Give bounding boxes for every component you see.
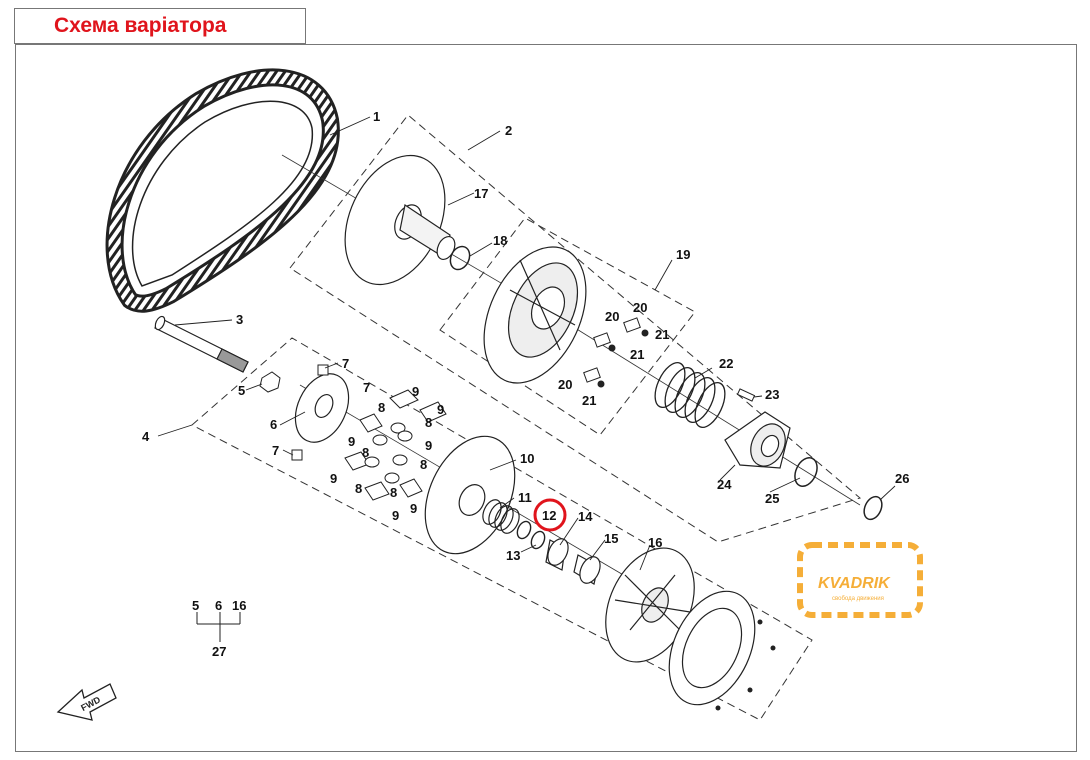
callout-9-c: 9 (348, 434, 355, 449)
callout-14: 14 (578, 509, 593, 524)
slider-7-top (317, 364, 329, 376)
watermark-tagline: свобода движения (832, 596, 884, 602)
cover-plate (668, 590, 756, 706)
callout-5: 5 (238, 383, 245, 398)
callout-20-b: 20 (605, 309, 619, 324)
callout-20-a: 20 (633, 300, 647, 315)
slider-7-bottom (291, 449, 303, 461)
callout-8-e: 8 (355, 481, 362, 496)
callout-4: 4 (142, 429, 150, 444)
group-item-5: 5 (192, 598, 199, 613)
leader-lines (157, 116, 896, 571)
callout-8-b: 8 (425, 415, 432, 430)
callout-9-a: 9 (412, 384, 419, 399)
callout-21-a: 21 (655, 327, 669, 342)
title-box (14, 8, 306, 44)
callout-19: 19 (676, 247, 690, 262)
bearing-15 (573, 554, 601, 585)
driven-inner-boundary (439, 217, 696, 436)
callout-25: 25 (765, 491, 779, 506)
washer-12 (516, 520, 532, 540)
diagram-title: Схема варіатора (54, 14, 227, 37)
callout-8-d: 8 (420, 457, 427, 472)
bushing-14 (545, 538, 569, 571)
forward-arrow: FWD (56, 683, 117, 721)
roller-weights (344, 389, 447, 501)
drive-fixed-sheave (605, 547, 695, 663)
callout-21-b: 21 (630, 347, 644, 362)
callout-1: 1 (373, 109, 380, 124)
cover-bolts (715, 619, 776, 711)
callout-26: 26 (895, 471, 909, 486)
callout-7-c: 7 (272, 443, 279, 458)
callout-8-f: 8 (390, 485, 397, 500)
callout-12-highlight (533, 498, 567, 532)
callout-2: 2 (505, 123, 512, 138)
callout-9-e: 9 (330, 471, 337, 486)
callout-11: 11 (518, 490, 532, 505)
callout-9-g: 9 (392, 508, 399, 523)
assembly-boundaries (191, 114, 862, 721)
callout-21-c: 21 (582, 393, 596, 408)
callout-8-a: 8 (378, 400, 385, 415)
drive-moving-sheave (424, 435, 516, 555)
driven-fixed-sheave (344, 154, 456, 286)
watermark-brand: KVADRIK (818, 575, 891, 592)
callout-23: 23 (765, 387, 779, 402)
ring-18 (449, 245, 471, 271)
kvadrik-watermark: KVADRIK свобода движения (797, 542, 923, 618)
callout-7-a: 7 (342, 356, 349, 371)
driven-moving-sheave (483, 246, 587, 384)
callout-9-d: 9 (425, 438, 432, 453)
callout-20-c: 20 (558, 377, 572, 392)
callout-8-c: 8 (362, 445, 369, 460)
callout-17: 17 (474, 186, 488, 201)
torque-cam (724, 411, 791, 469)
drive-belt (105, 68, 340, 313)
group-item-6: 6 (215, 598, 222, 613)
driven-pulley-boundary (289, 114, 862, 543)
washer-26 (863, 495, 883, 521)
callout-6: 6 (270, 417, 277, 432)
callout-9-b: 9 (437, 402, 444, 417)
callout-22: 22 (719, 356, 733, 371)
callout-9-f: 9 (410, 501, 417, 516)
slider-buttons-20-21 (583, 317, 649, 388)
callout-7-b: 7 (363, 380, 370, 395)
drive-pulley-boundary (191, 337, 813, 721)
diagram-frame (15, 44, 1077, 752)
callout-16: 16 (648, 535, 662, 550)
circlip-25 (794, 457, 818, 487)
callout-15: 15 (604, 531, 618, 546)
bolt-3 (154, 315, 249, 373)
callout-12: 12 (542, 508, 556, 523)
nut-5 (259, 371, 281, 393)
group-bracket (196, 612, 241, 642)
torque-spring (654, 362, 726, 428)
callout-13: 13 (506, 548, 520, 563)
spring-11 (482, 499, 520, 534)
key-23 (736, 388, 756, 402)
washer-13 (530, 530, 546, 550)
drive-ramp-plate-6 (294, 373, 350, 443)
callout-10: 10 (520, 451, 534, 466)
group-item-16: 16 (232, 598, 246, 613)
group-result-27: 27 (212, 644, 226, 659)
callout-3: 3 (236, 312, 243, 327)
callout-labels: 1 2 3 4 5 6 7 7 7 8 8 8 8 8 8 9 9 9 9 9 … (142, 109, 909, 659)
callout-18: 18 (493, 233, 507, 248)
callout-24: 24 (717, 477, 732, 492)
